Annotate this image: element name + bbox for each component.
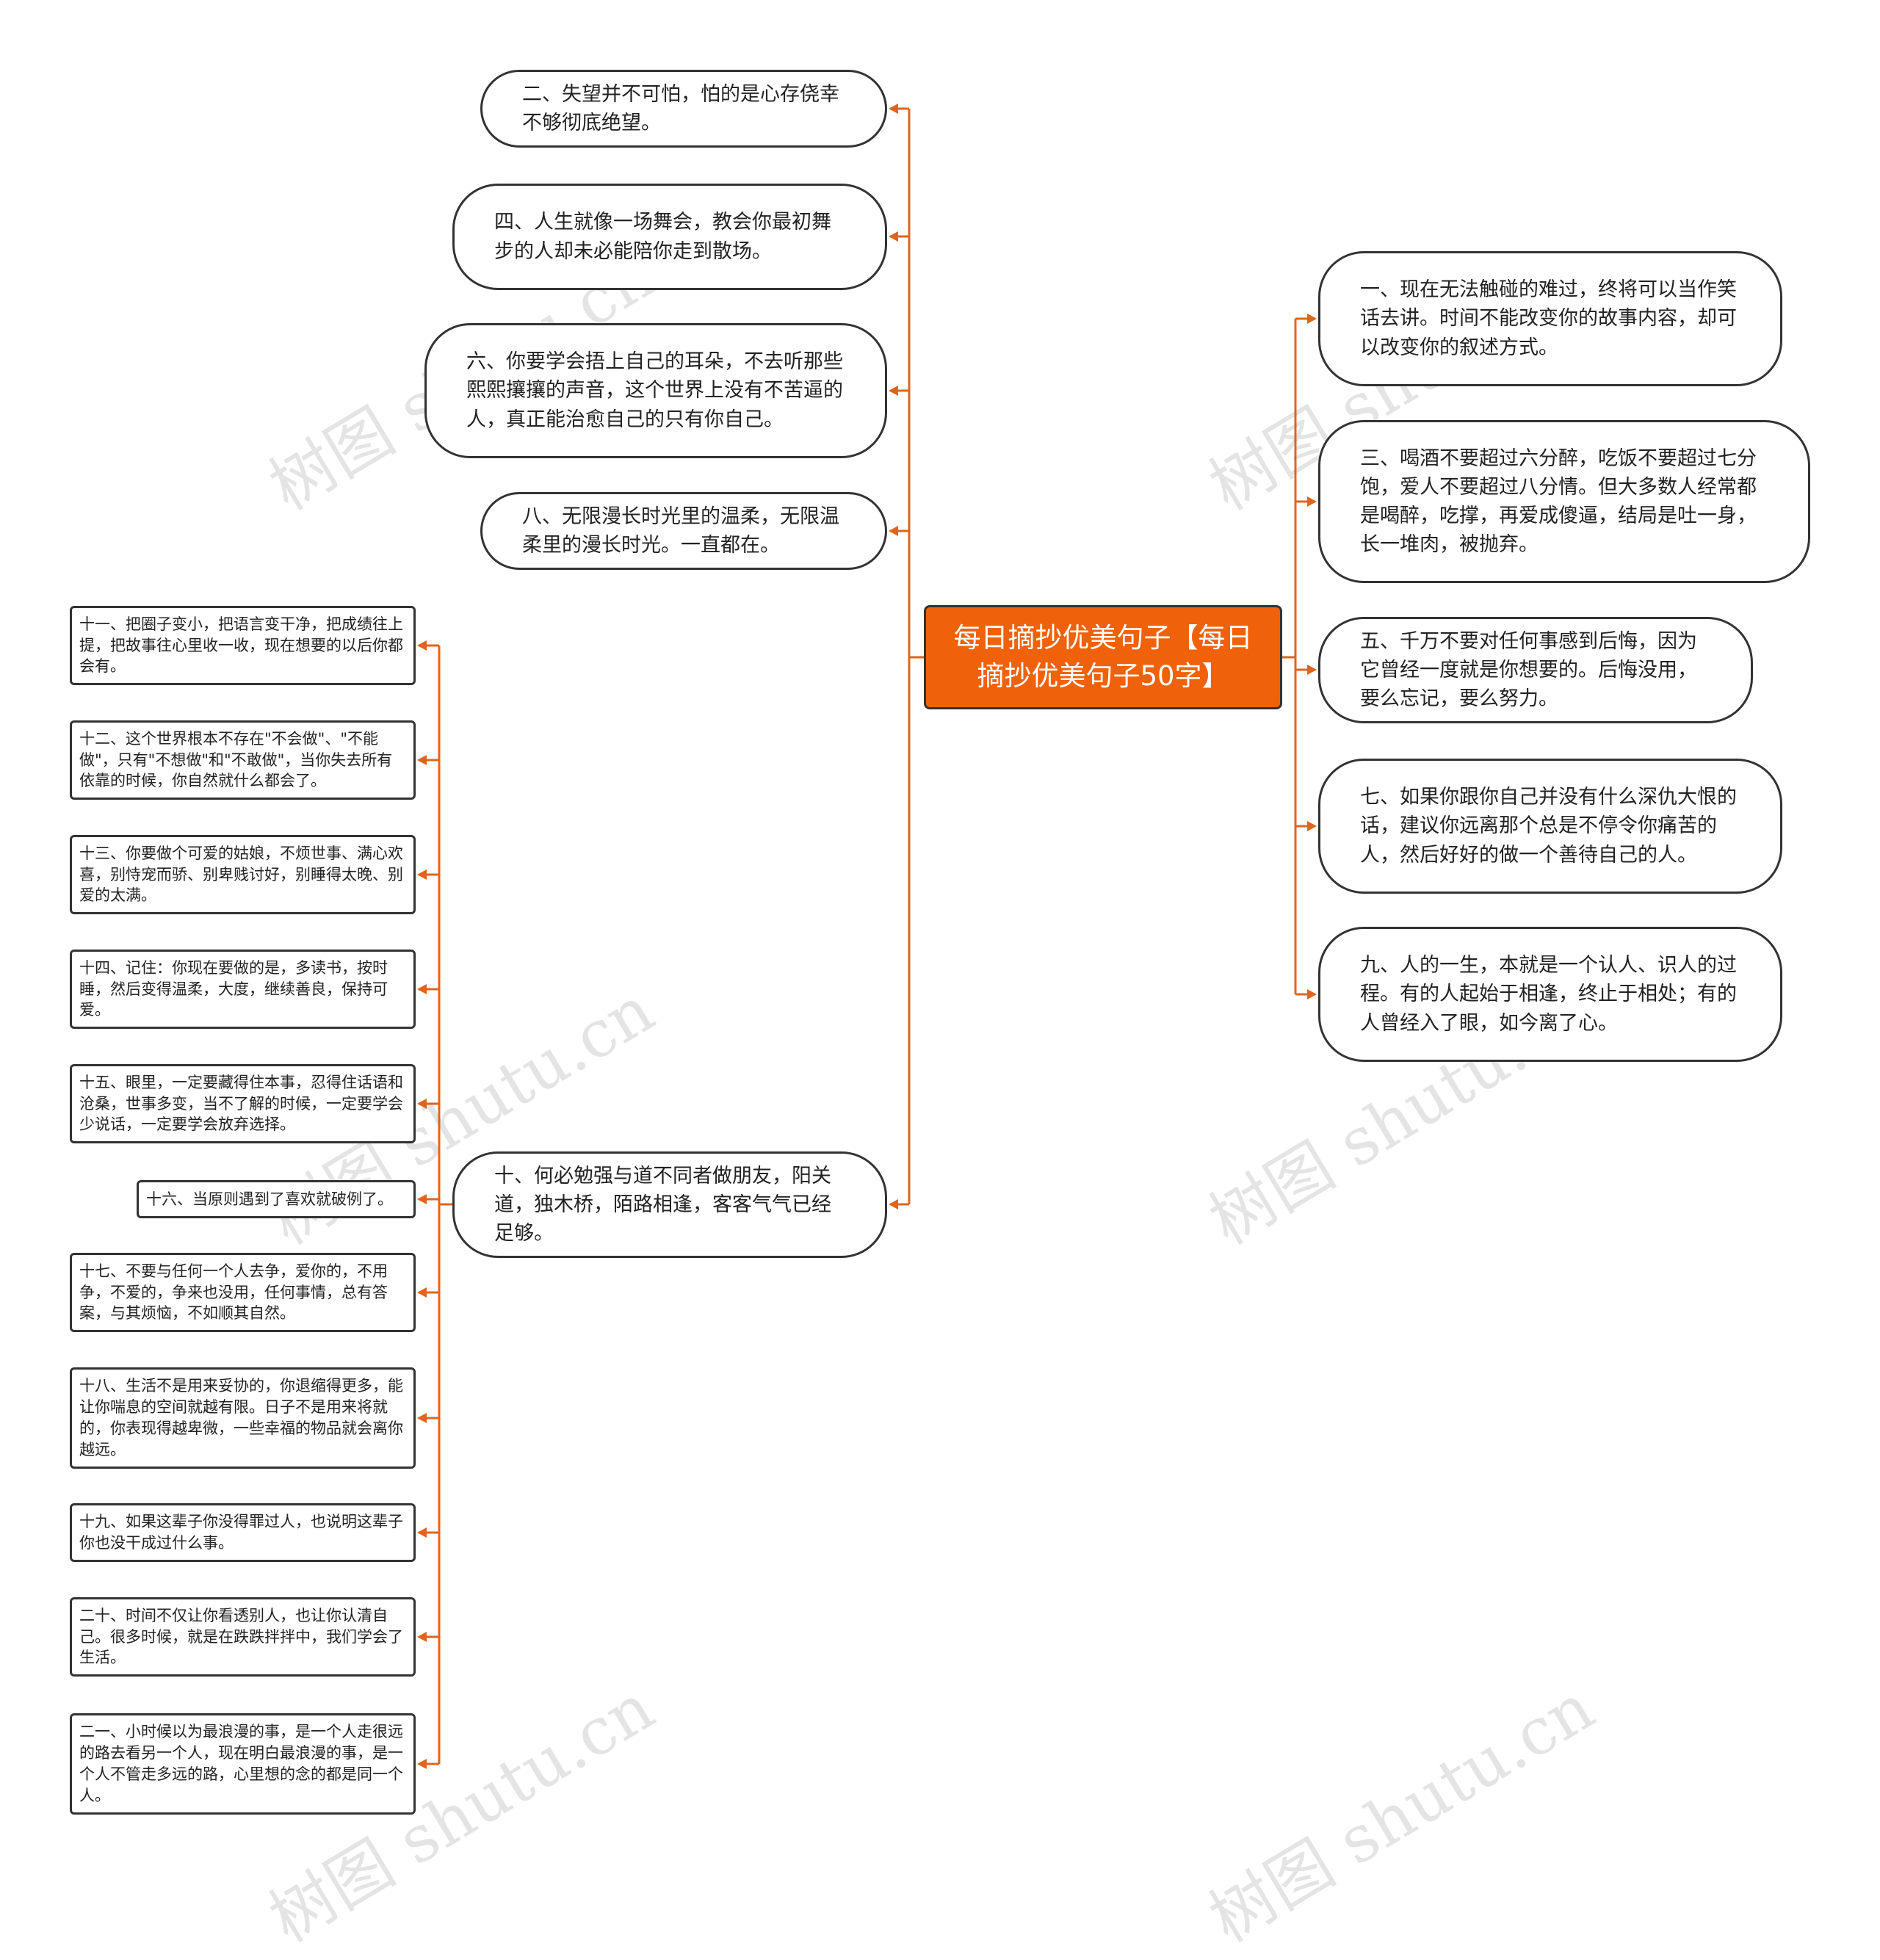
branch-node-7[interactable]: 七、如果你跟你自己并没有什么深仇大恨的话，建议你远离那个总是不停令你痛苦的人，然…	[1318, 759, 1782, 894]
connector-lines	[417, 104, 1317, 1769]
connector-arrow	[417, 1194, 427, 1204]
connector-arrow	[889, 386, 898, 396]
branch-node-10[interactable]: 十、何必勉强与道不同者做朋友，阳关道，独木桥，陌路相逢，客客气气已经足够。	[452, 1151, 887, 1258]
branch-node-8[interactable]: 八、无限漫长时光里的温柔，无限温柔里的漫长时光。一直都在。	[480, 492, 887, 570]
connector-arrow	[889, 1199, 898, 1209]
branch-node-4[interactable]: 四、人生就像一场舞会，教会你最初舞步的人却未必能陪你走到散场。	[452, 184, 887, 290]
sub-node-11[interactable]: 十一、把圈子变小，把语言变干净，把成绩往上提，把故事往心里收一收，现在想要的以后…	[70, 606, 416, 685]
sub-node-14[interactable]: 十四、记住：你现在要做的是，多读书，按时睡，然后变得温柔，大度，继续善良，保持可…	[70, 950, 416, 1029]
sub-node-17[interactable]: 十七、不要与任何一个人去争，爱你的，不用争，不爱的，争来也没用，任何事情，总有答…	[70, 1253, 416, 1332]
connector-arrow	[1307, 496, 1317, 507]
connector-arrow	[889, 526, 898, 536]
connector-arrow	[417, 984, 427, 994]
connector-arrow	[417, 640, 427, 651]
connector-arrow	[889, 104, 898, 114]
connector-arrow	[417, 1759, 427, 1769]
connector-arrow	[417, 755, 427, 765]
connector-arrow	[417, 1527, 427, 1538]
branch-node-6[interactable]: 六、你要学会捂上自己的耳朵，不去听那些熙熙攘攘的声音，这个世界上没有不苦逼的人，…	[424, 323, 887, 458]
connector-arrow	[417, 1099, 427, 1109]
sub-node-16[interactable]: 十六、当原则遇到了喜欢就破例了。	[137, 1180, 416, 1218]
branch-node-5[interactable]: 五、千万不要对任何事感到后悔，因为它曾经一度就是你想要的。后悔没用，要么忘记，要…	[1318, 617, 1753, 723]
sub-node-13[interactable]: 十三、你要做个可爱的姑娘，不烦世事、满心欢喜，别恃宠而骄、别卑贱讨好，别睡得太晚…	[70, 835, 416, 914]
mindmap-canvas: 树图 shutu.cn 树图 shutu.cn 树图 shutu.cn 树图 s…	[70, 70, 1810, 1957]
sub-node-12[interactable]: 十二、这个世界根本不存在"不会做"、"不能做"，只有"不想做"和"不敢做"，当你…	[70, 720, 416, 800]
sub-node-20[interactable]: 二十、时间不仅让你看透别人，也让你认清自己。很多时候，就是在跌跌拌拌中，我们学会…	[70, 1597, 416, 1677]
branch-node-1[interactable]: 一、现在无法触碰的难过，终将可以当作笑话去讲。时间不能改变你的故事内容，却可以改…	[1318, 251, 1782, 386]
connector-arrow	[1307, 314, 1317, 324]
connector-arrow	[889, 231, 898, 242]
sub-node-19[interactable]: 十九、如果这辈子你没得罪过人，也说明这辈子你也没干成过什么事。	[70, 1503, 416, 1562]
connector-arrow	[417, 1413, 427, 1423]
connector-arrow	[1307, 989, 1317, 999]
root-topic[interactable]: 每日摘抄优美句子【每日摘抄优美句子50字】	[924, 605, 1282, 709]
connector-arrow	[1307, 665, 1317, 675]
connector-arrow	[417, 869, 427, 880]
connector-arrow	[1307, 821, 1317, 831]
sub-node-18[interactable]: 十八、生活不是用来妥协的，你退缩得更多，能让你喘息的空间就越有限。日子不是用来将…	[70, 1367, 416, 1469]
branch-node-9[interactable]: 九、人的一生，本就是一个认人、识人的过程。有的人起始于相逢，终止于相处；有的人曾…	[1318, 927, 1782, 1062]
branch-node-3[interactable]: 三、喝酒不要超过六分醉，吃饭不要超过七分饱，爱人不要超过八分情。但大多数人经常都…	[1318, 420, 1810, 583]
connector-arrow	[417, 1632, 427, 1642]
connector-arrow	[417, 1287, 427, 1298]
sub-node-15[interactable]: 十五、眼里，一定要藏得住本事，忍得住话语和沧桑，世事多变，当不了解的时候，一定要…	[70, 1064, 416, 1143]
branch-node-2[interactable]: 二、失望并不可怕，怕的是心存侥幸不够彻底绝望。	[480, 70, 887, 148]
sub-node-21[interactable]: 二一、小时候以为最浪漫的事，是一个人走很远的路去看另一个人，现在明白最浪漫的事，…	[70, 1713, 416, 1815]
